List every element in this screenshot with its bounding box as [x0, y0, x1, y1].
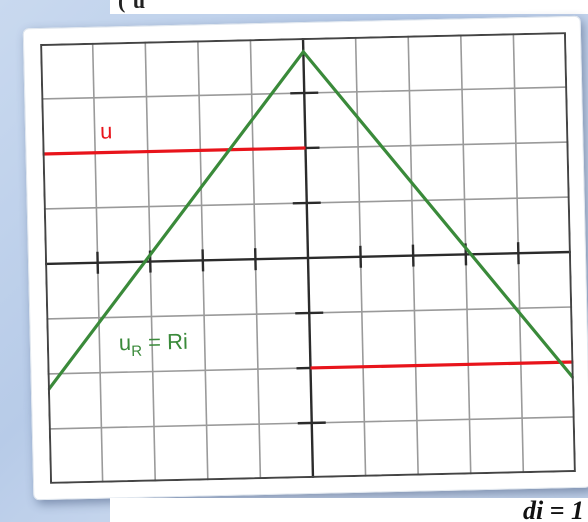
label-layer: u uR = Ri	[100, 118, 189, 361]
oscilloscope-chart: u uR = Ri	[40, 32, 576, 484]
center-axes	[45, 38, 571, 478]
y-axis-tick	[295, 311, 324, 315]
series-u-segment	[42, 146, 306, 156]
top-text-strip: ( u	[110, 0, 588, 14]
series-layer	[42, 49, 576, 392]
top-text-fragment: ( u	[118, 0, 147, 13]
bottom-text-strip: di = 1	[110, 498, 588, 522]
series-u-segment	[310, 360, 574, 370]
series-label-ur-main: u	[119, 330, 132, 355]
y-axis-tick	[292, 201, 321, 205]
y-axis-tick	[297, 421, 326, 425]
series-label-u-text: u	[100, 118, 113, 143]
series-label-ur: uR = Ri	[119, 329, 189, 361]
y-axis-line	[301, 38, 315, 478]
series-ur-line	[46, 49, 576, 392]
series-label-ur-suffix: = Ri	[142, 329, 188, 355]
oscilloscope-frame: u uR = Ri	[22, 15, 588, 501]
series-label-ur-subscript: R	[131, 343, 142, 360]
series-label-u: u	[100, 118, 113, 143]
plot-border	[40, 32, 576, 484]
y-axis-tick	[290, 91, 319, 95]
bottom-text-fragment: di = 1	[522, 498, 584, 522]
